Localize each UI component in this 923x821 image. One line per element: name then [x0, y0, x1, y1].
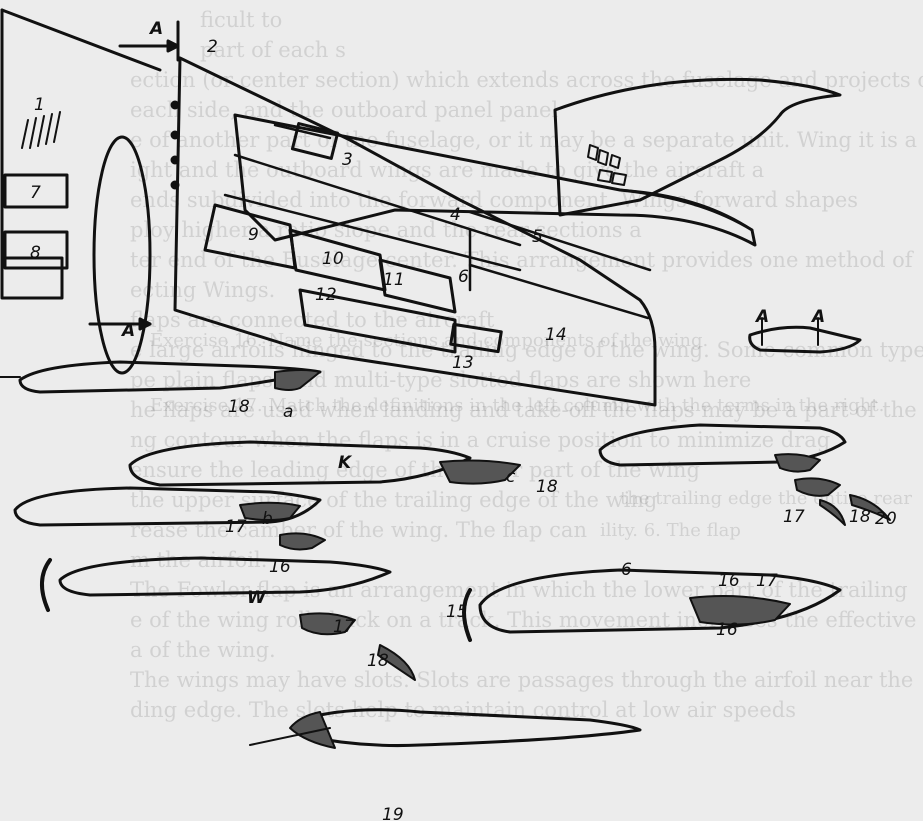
- airfoil-w: [58, 556, 392, 597]
- fuselage-cross-section: [92, 135, 152, 375]
- label-section-c: c: [506, 467, 516, 487]
- label-12: 12: [315, 285, 337, 305]
- label-18b: 18: [536, 477, 558, 497]
- label-a-lower: A: [120, 321, 135, 341]
- flap-20: [849, 494, 891, 521]
- airfoil-19: [298, 708, 642, 748]
- fuselage-panel-7: [3, 173, 69, 209]
- airfoil-b: [13, 486, 322, 527]
- hatching-marks: [21, 111, 61, 149]
- bleed-text-line: ends subdivided into the forward compone…: [130, 188, 859, 212]
- flap-b1: [239, 501, 301, 521]
- label-15: 15: [446, 602, 468, 622]
- slat-19: [289, 711, 336, 749]
- airfoil-15: [478, 568, 842, 634]
- label-19: 19: [382, 805, 404, 821]
- flap-16: [689, 595, 791, 626]
- fuselage-panel-8: [3, 230, 69, 270]
- bleed-text-line: ding edge. The slots help to maintain co…: [130, 698, 796, 722]
- bleed-text-line: ecting Wings.: [130, 278, 276, 302]
- bleed-text-line: part of each s: [200, 38, 346, 62]
- label-20: 20: [875, 509, 897, 529]
- panel-13: [449, 322, 503, 354]
- bleed-text-line: e of another part of the fuselage, or it…: [130, 128, 918, 152]
- label-17d: 17: [756, 571, 778, 591]
- label-section-b2: 6: [621, 560, 632, 580]
- label-16: 16: [718, 571, 740, 591]
- label-18c: 18: [367, 651, 389, 671]
- airfoil-right-top: [748, 325, 862, 354]
- flap-11: [378, 258, 457, 314]
- flap-k3: [819, 499, 846, 526]
- panel-3: [290, 122, 340, 160]
- bleed-text-line: e of the wing rolls back on a track. Thi…: [130, 608, 917, 632]
- label-4: 4: [450, 205, 461, 225]
- flap-a: [274, 369, 321, 391]
- label-3: 3: [342, 150, 353, 170]
- label-17c: 17: [783, 507, 805, 527]
- label-2: 2: [207, 37, 218, 57]
- label-16b: 16: [269, 557, 291, 577]
- bleed-text-line: he flaps are used when landing and take-…: [130, 398, 917, 422]
- label-17b: 17: [333, 617, 355, 637]
- label-9: 9: [248, 225, 259, 245]
- bleed-text-line-right: ility. 6. The flap: [600, 520, 741, 541]
- flap-k: [774, 453, 821, 473]
- label-a-upper: A: [148, 19, 163, 39]
- label-17: 17: [225, 517, 247, 537]
- section-arrow-upper: [166, 39, 180, 53]
- fuselage-edge-line: [0, 8, 162, 72]
- label-18: 18: [228, 397, 250, 417]
- flap-w2: [377, 644, 416, 681]
- flap-w1: [299, 612, 356, 636]
- label-18d: 18: [849, 507, 871, 527]
- label-section-a: a: [283, 402, 293, 422]
- wing-tip-marks: [587, 144, 621, 169]
- flap-b2: [279, 532, 326, 551]
- label-8: 8: [30, 243, 41, 263]
- label-1: 1: [34, 95, 45, 115]
- bleed-text-line-right: Exercise 17. Match the definitions in th…: [150, 395, 885, 416]
- bleed-text-line: ight and the outboard wings are made to …: [130, 158, 765, 182]
- bleed-text-line-right: the trailing edge the entire rear: [620, 488, 912, 509]
- flap-k2: [794, 477, 841, 497]
- wing-outline: [173, 56, 657, 407]
- bleed-text-line: each side, and the outboard panel panel: [130, 98, 559, 122]
- label-13: 13: [452, 353, 474, 373]
- label-6: 6: [458, 267, 469, 287]
- label-section-b: b: [262, 509, 273, 529]
- labels: 1 2 3 4 5 6 7 8 9 10 11 12 13 14 15 16 1…: [30, 19, 897, 821]
- slat-15: [462, 588, 472, 642]
- label-16c: 16: [716, 620, 738, 640]
- bleed-text-line: The wings may have slots. Slots are pass…: [130, 668, 914, 692]
- bleed-text-line: ng contour when the flaps is in a cruise…: [130, 428, 831, 452]
- flap-12: [298, 288, 457, 354]
- bleed-text-line: a of the wing.: [130, 638, 276, 662]
- label-11: 11: [383, 270, 405, 290]
- label-k: K: [338, 453, 353, 473]
- label-a-right2: A: [810, 307, 825, 327]
- bleed-text-line: ficult to: [200, 8, 283, 32]
- bleed-text-line: ection (or center section) which extends…: [130, 68, 923, 92]
- label-7: 7: [30, 183, 41, 203]
- label-a-right1: A: [754, 307, 769, 327]
- airfoil-c: [128, 440, 472, 487]
- bleed-text-line: ploy higher a ratio slope and the rear s…: [130, 218, 642, 242]
- label-w: W: [247, 588, 267, 608]
- airfoil-k: [598, 423, 847, 467]
- bleed-text-line: flaps are connected to the aircraft: [130, 308, 495, 332]
- upper-right-wing: [553, 77, 842, 217]
- label-14: 14: [545, 325, 567, 345]
- upper-wing-outline: [233, 113, 757, 247]
- label-5: 5: [532, 227, 543, 247]
- label-10: 10: [322, 249, 344, 269]
- flap-c: [439, 459, 521, 485]
- slat-w: [40, 558, 52, 612]
